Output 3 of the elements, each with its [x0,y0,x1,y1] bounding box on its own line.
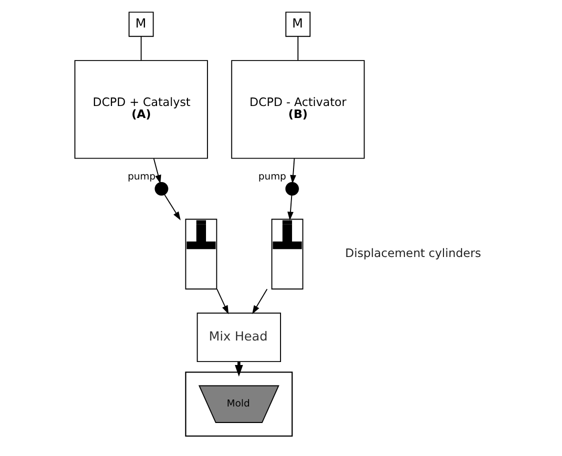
node-label: pump [127,172,156,183]
label: Displacement cylinders [344,246,481,260]
node-label: pump [258,172,286,183]
